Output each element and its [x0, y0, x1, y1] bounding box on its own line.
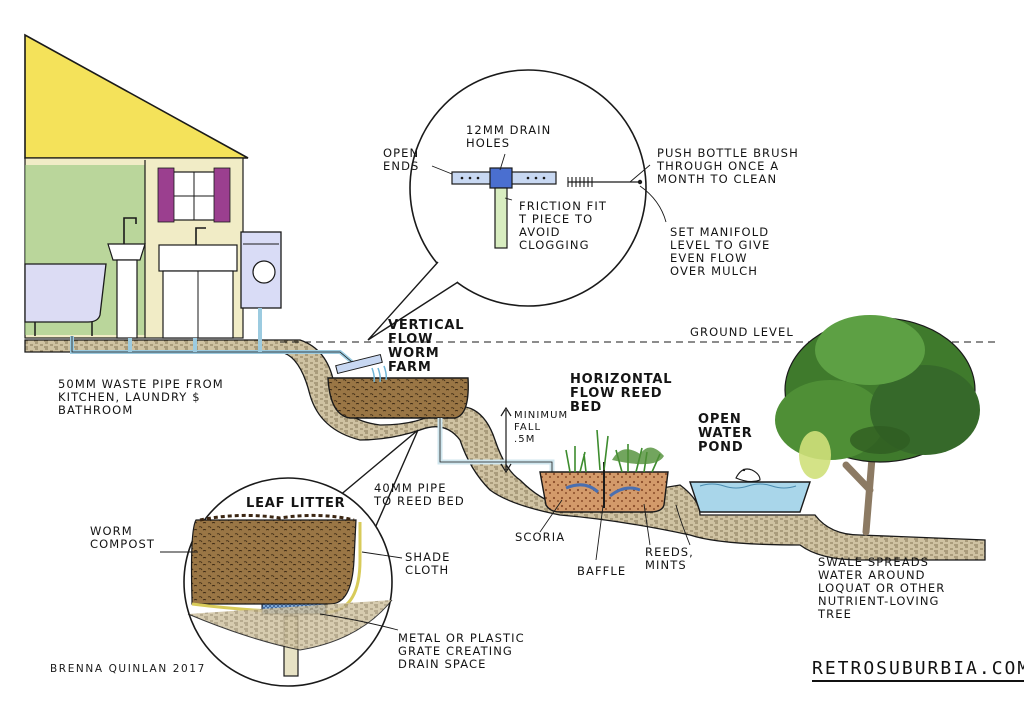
reed-bed — [539, 429, 669, 513]
label-shade-cloth: SHADE CLOTH — [405, 550, 451, 577]
worm-farm-detail-magnifier — [160, 429, 419, 687]
curtain-right — [213, 167, 231, 223]
label-set-manifold: SET MANIFOLD LEVEL TO GIVE EVEN FLOW OVE… — [670, 225, 771, 278]
manifold-detail-magnifier — [367, 69, 667, 341]
loquat-tree — [775, 315, 980, 536]
drain-manifold — [451, 167, 643, 249]
artist-signature: BRENNA QUINLAN 2017 — [50, 663, 206, 675]
bathtub — [24, 263, 107, 336]
worm-farm — [327, 353, 469, 419]
label-baffle: BAFFLE — [577, 564, 627, 578]
label-waste-pipe: 50MM WASTE PIPE FROM KITCHEN, LAUNDRY $ … — [58, 377, 224, 417]
label-horizontal-flow-reed-bed: HORIZONTAL FLOW REED BED — [570, 372, 673, 415]
label-grate: METAL OR PLASTIC GRATE CREATING DRAIN SP… — [398, 631, 525, 671]
label-bottle-brush: PUSH BOTTLE BRUSH THROUGH ONCE A MONTH T… — [657, 146, 799, 186]
label-scoria: SCORIA — [515, 530, 566, 544]
manifold-pipe-small — [335, 353, 383, 375]
website-link[interactable]: RETROSUBURBIA.COM — [812, 658, 1024, 682]
t-piece — [489, 167, 513, 189]
window — [157, 167, 231, 223]
minimum-fall-arrow — [500, 406, 512, 474]
label-worm-compost: WORM COMPOST — [90, 524, 156, 551]
label-open-water-pond: OPEN WATER POND — [698, 412, 753, 455]
bottle-brush — [567, 177, 643, 187]
pond — [689, 468, 811, 513]
house — [24, 33, 282, 339]
label-minimum-fall: MINIMUM FALL .5M — [514, 410, 569, 445]
label-open-ends: OPEN ENDS — [383, 146, 420, 173]
house-roof — [24, 33, 249, 159]
kitchen-sink-cabinet — [158, 227, 238, 339]
vertical-supply-pipe — [494, 187, 508, 249]
leader-lines — [539, 499, 691, 561]
label-drain-holes: 12MM DRAIN HOLES — [466, 123, 552, 150]
label-leaf-litter: LEAF LITTER — [246, 496, 346, 511]
curtain-left — [157, 167, 175, 223]
washing-machine — [240, 231, 282, 309]
basin — [107, 217, 146, 339]
bird — [735, 468, 761, 483]
label-vertical-flow-worm-farm: VERTICAL FLOW WORM FARM — [388, 318, 465, 375]
label-friction-fit: FRICTION FIT T PIECE TO AVOID CLOGGING — [519, 199, 607, 252]
label-swale: SWALE SPREADS WATER AROUND LOQUAT OR OTH… — [818, 555, 946, 621]
label-reeds-mints: REEDS, MINTS — [645, 545, 694, 572]
label-40mm-pipe: 40MM PIPE TO REED BED — [374, 481, 465, 508]
label-ground-level: GROUND LEVEL — [690, 325, 794, 339]
